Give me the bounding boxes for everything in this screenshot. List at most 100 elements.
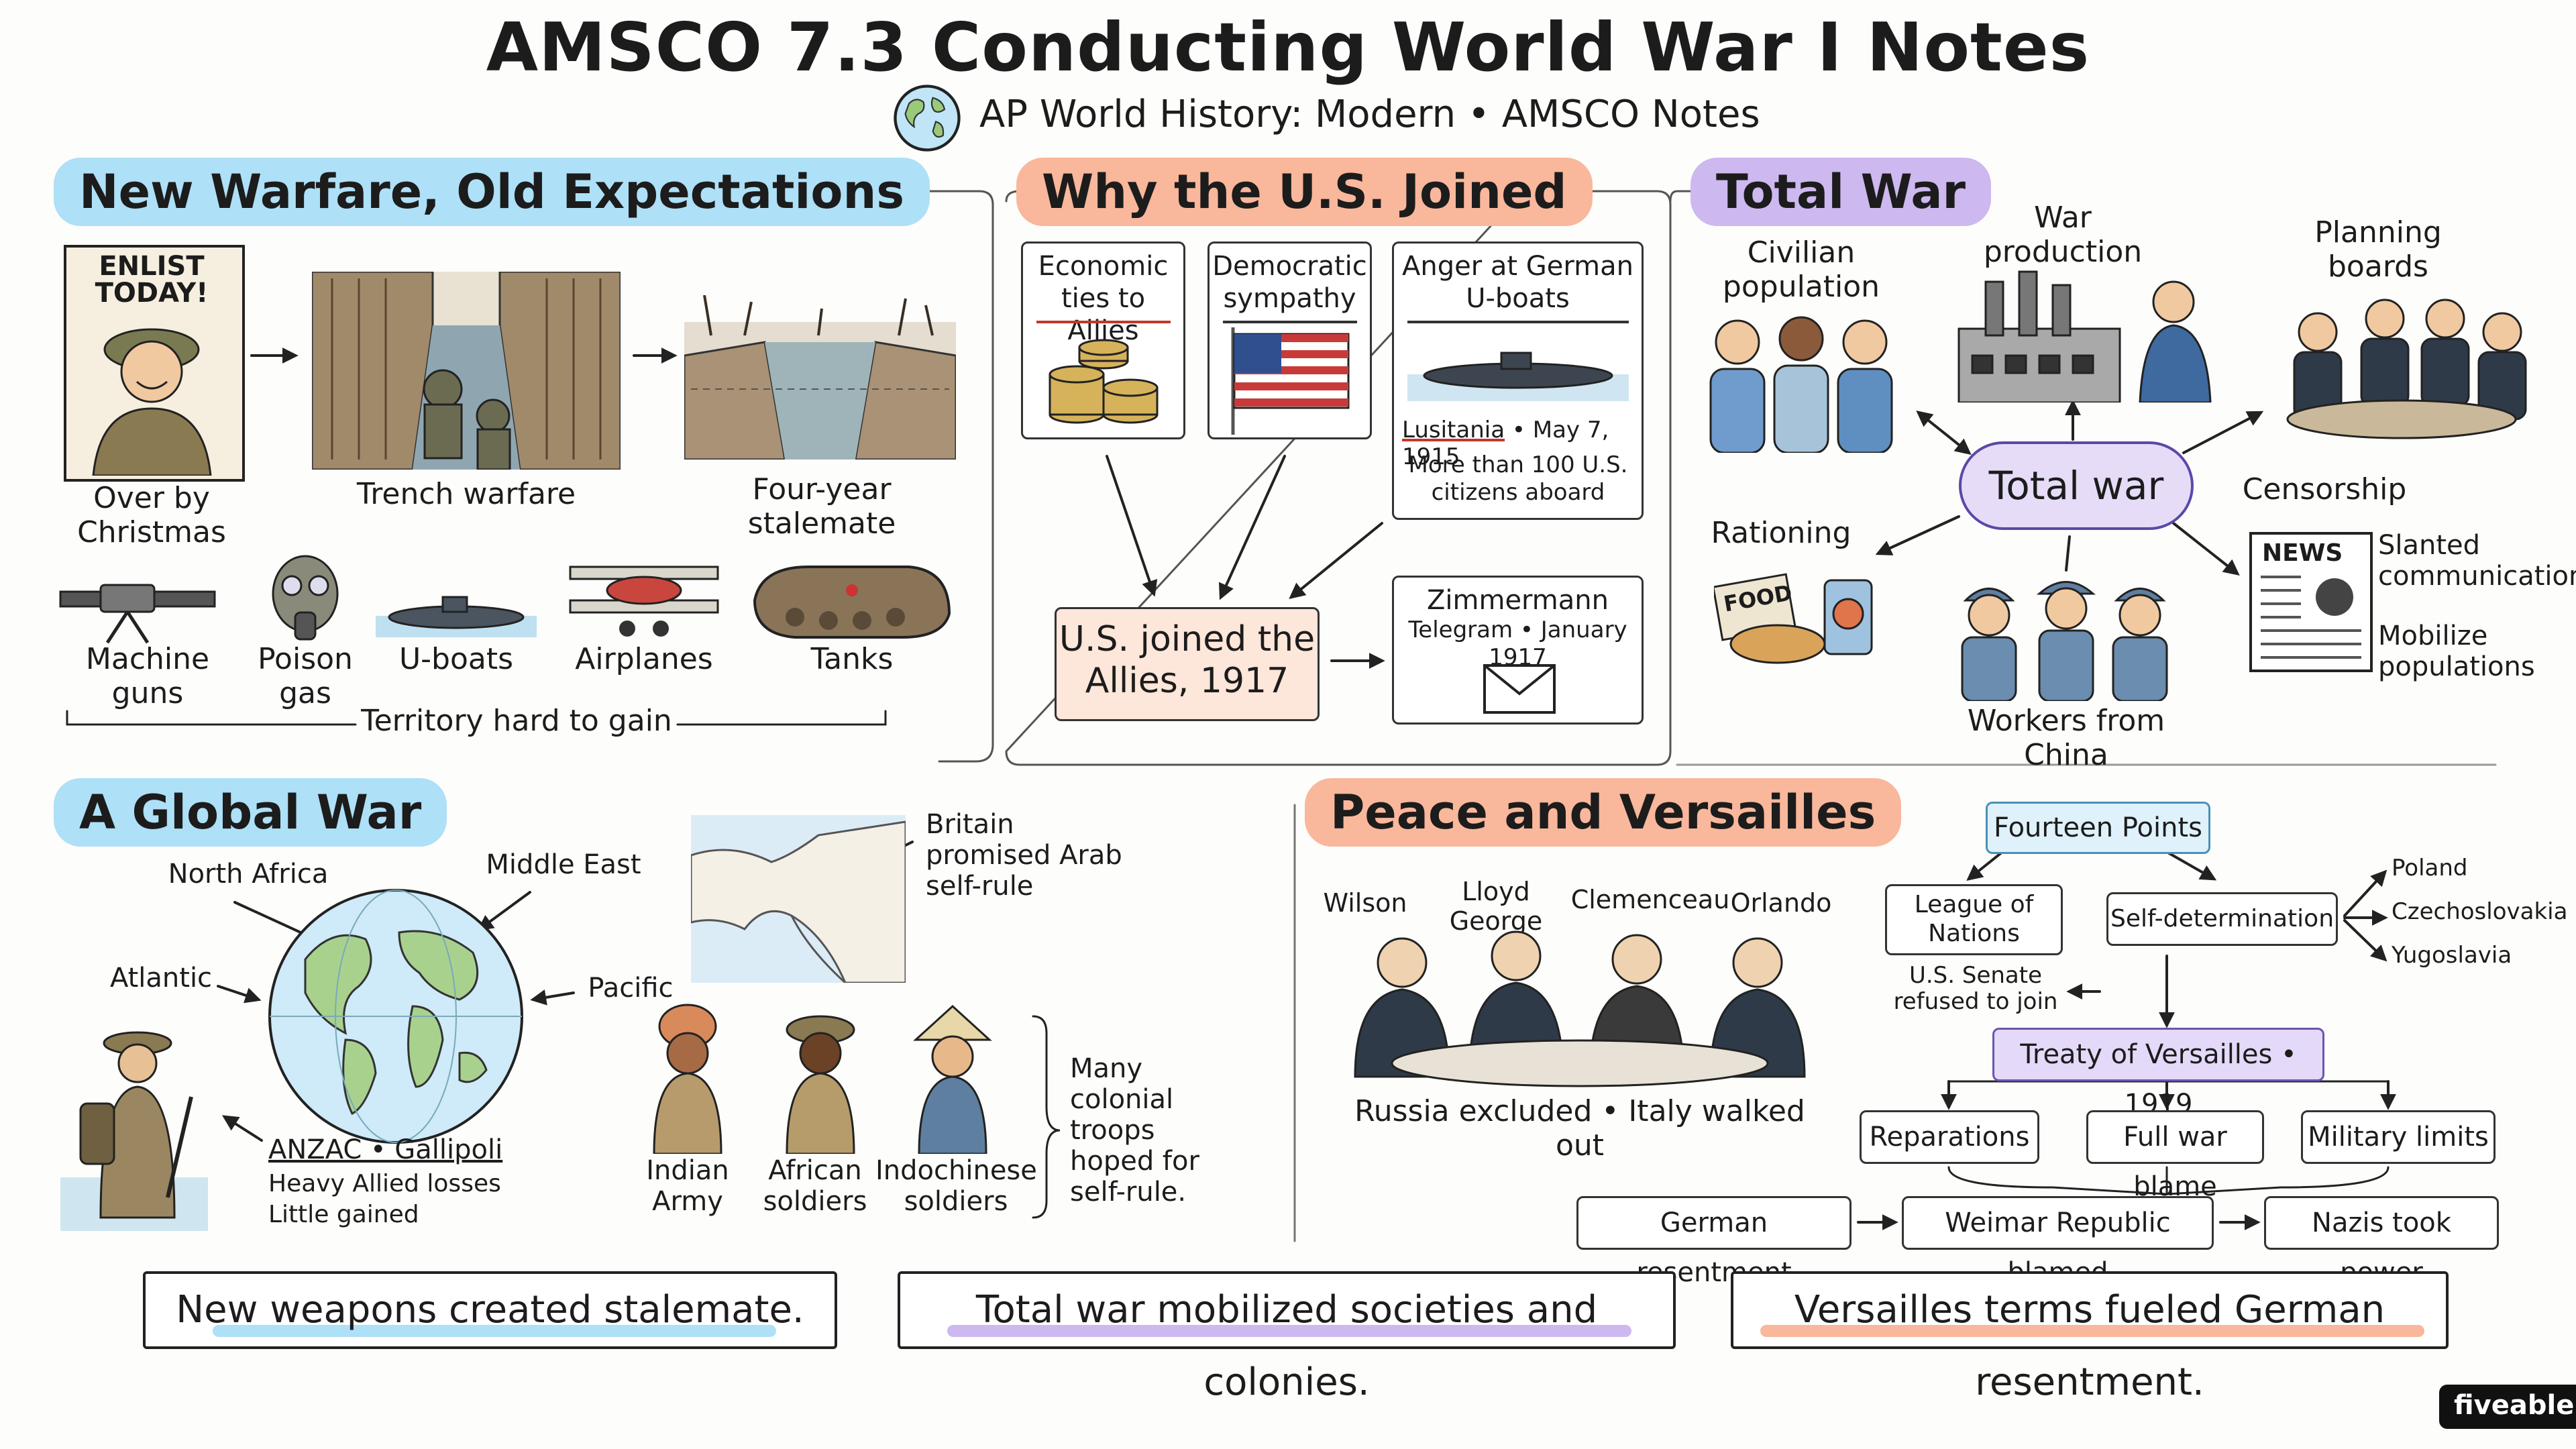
takeaway-versailles: Versailles terms fueled German resentmen… (1731, 1271, 2449, 1404)
total-header: Total War (1690, 158, 1992, 226)
leader-wilson: Wilson (1323, 888, 1407, 918)
anzac-note-gained: Little gained (268, 1201, 419, 1228)
submarine-icon (1407, 352, 1629, 401)
total-item-censorship: Censorship (2242, 472, 2407, 506)
arrow-selfdet-yugo (2343, 919, 2387, 962)
term-war-blame: Full war blame (2086, 1110, 2264, 1202)
anzac-note-losses: Heavy Allied losses (268, 1170, 501, 1197)
troop-label-indochinese: Indochinese soldiers (875, 1155, 1037, 1217)
us-flag-icon (1231, 327, 1350, 435)
region-north-africa: North Africa (168, 859, 329, 890)
region-middle-east: Middle East (486, 849, 641, 880)
world-globe-illustration (265, 885, 527, 1147)
civilians-illustration (1697, 305, 1905, 454)
total-item-workers: Workers from China (1967, 704, 2165, 772)
gas-mask-icon (268, 553, 342, 644)
stage-label-stalemate: Four-year stalemate (747, 472, 896, 541)
arrow-fourteen-selfdet (2165, 851, 2217, 881)
reason-democratic-label: Democratic sympathy (1212, 251, 1367, 314)
food-ration-illustration: FOOD (1712, 567, 1882, 667)
term-reparations: Reparations (1860, 1110, 2039, 1164)
takeaway-total-war: Total war mobilized societies and coloni… (898, 1271, 1676, 1404)
total-war-center-label: Total war (1988, 463, 2164, 508)
us-joined-label: U.S. joined the Allies, 1917 (1059, 619, 1316, 702)
troop-label-african: African soldiers (763, 1155, 867, 1217)
reason-economic: Economic ties to Allies (1021, 241, 1185, 439)
treaty-label: Treaty of Versailles • 1919 (2020, 1039, 2297, 1120)
lusitania-note: More than 100 U.S. citizens aboard (1408, 451, 1628, 506)
arrow-atlantic (217, 985, 262, 1004)
total-item-planning: Planning boards (2314, 215, 2442, 284)
news-masthead: NEWS (2262, 539, 2343, 567)
warfare-header: New Warfare, Old Expectations (54, 158, 930, 226)
fourteen-points-label: Fourteen Points (1994, 812, 2202, 843)
soldier-icon (92, 328, 212, 476)
arrow-econ-joined (1106, 455, 1158, 597)
chinese-workers-illustration (1939, 574, 2194, 702)
total-item-civilian: Civilian population (1722, 235, 1880, 304)
region-pacific: Pacific (588, 973, 674, 1004)
arrow-center-censorship (2172, 522, 2240, 576)
lusitania-name: Lusitania (1402, 417, 1505, 443)
censorship-note-slanted: Slanted communication (2378, 530, 2576, 592)
reason-democratic: Democratic sympathy (1208, 241, 1372, 439)
takeaway-weapons-text: New weapons created stalemate. (176, 1288, 804, 1332)
territory-note: Territory hard to gain (361, 704, 672, 738)
tank-icon (748, 553, 956, 641)
anzac-title: ANZAC • Gallipoli (268, 1134, 550, 1166)
takeaway-versailles-text: Versailles terms fueled German resentmen… (1794, 1288, 2385, 1404)
stage-label-trench: Trench warfare (356, 477, 576, 511)
weapon-label-tanks: Tanks (810, 642, 894, 676)
region-atlantic: Atlantic (109, 963, 213, 994)
self-determination-label: Self-determination (2110, 905, 2334, 932)
censorship-note-mobilize: Mobilize populations (2378, 621, 2535, 682)
total-item-rationing: Rationing (1711, 516, 1851, 550)
chain-weimar: Weimar Republic blamed (1902, 1196, 2214, 1288)
factory-illustration (1945, 255, 2227, 404)
trench-illustration (311, 270, 622, 471)
term-reparations-label: Reparations (1869, 1122, 2030, 1152)
reason-u-boats: Anger at German U-boats Lusitania • May … (1392, 241, 1644, 520)
treaty-box: Treaty of Versailles • 1919 (1992, 1028, 2324, 1120)
globe-icon (891, 82, 963, 154)
senate-note: U.S. Senate refused to join (1893, 962, 2058, 1016)
term-military-limits: Military limits (2301, 1110, 2496, 1164)
nation-yugoslavia: Yugoslavia (2392, 942, 2512, 969)
arrow-center-workers (2065, 535, 2071, 572)
arrow-fourteen-league (1966, 851, 2004, 881)
self-determination-box: Self-determination (2106, 892, 2338, 946)
weapon-label-poison-gas: Poison gas (258, 642, 353, 710)
newspaper-illustration: NEWS (2247, 530, 2375, 674)
chain-nazis: Nazis took power (2264, 1196, 2499, 1288)
stalemate-illustration (683, 294, 957, 461)
leader-orlando: Orlando (1730, 888, 1832, 918)
leader-clemenceau: Clemenceau (1570, 885, 1730, 914)
arrow-demo-joined (1218, 455, 1286, 600)
big-four-illustration (1335, 922, 1825, 1090)
machine-gun-icon (47, 577, 241, 644)
weapon-label-airplanes: Airplanes (575, 642, 713, 676)
troops-bracket (1032, 1015, 1061, 1219)
warfare-frame (750, 190, 994, 763)
leader-lloyd-george: Lloyd George (1449, 877, 1543, 936)
page-subtitle: AP World History: Modern • AMSCO Notes (979, 93, 1760, 136)
envelope-icon (1483, 664, 1556, 714)
nation-poland: Poland (2392, 855, 2468, 881)
stage-label-christmas: Over by Christmas (77, 481, 226, 549)
peace-note: Russia excluded • Italy walked out (1354, 1094, 1805, 1163)
takeaway-weapons: New weapons created stalemate. (143, 1271, 837, 1349)
terms-merge (1947, 1166, 2390, 1195)
reason-u-boats-label: Anger at German U-boats (1402, 251, 1633, 314)
league-box: League of Nations (1885, 884, 2063, 955)
league-label: League of Nations (1914, 891, 2034, 948)
troop-label-indian: Indian Army (646, 1155, 729, 1217)
u-boat-icon (376, 577, 537, 637)
fiveable-logo[interactable]: fiveable (2439, 1385, 2576, 1429)
airplane-icon (564, 553, 724, 641)
middle-east-map (690, 815, 907, 984)
total-item-production: War production (1983, 201, 2143, 269)
zimmermann-title: Zimmermann (1427, 585, 1609, 616)
nation-czechoslovakia: Czechoslovakia (2392, 898, 2568, 925)
global-header: A Global War (54, 778, 447, 847)
